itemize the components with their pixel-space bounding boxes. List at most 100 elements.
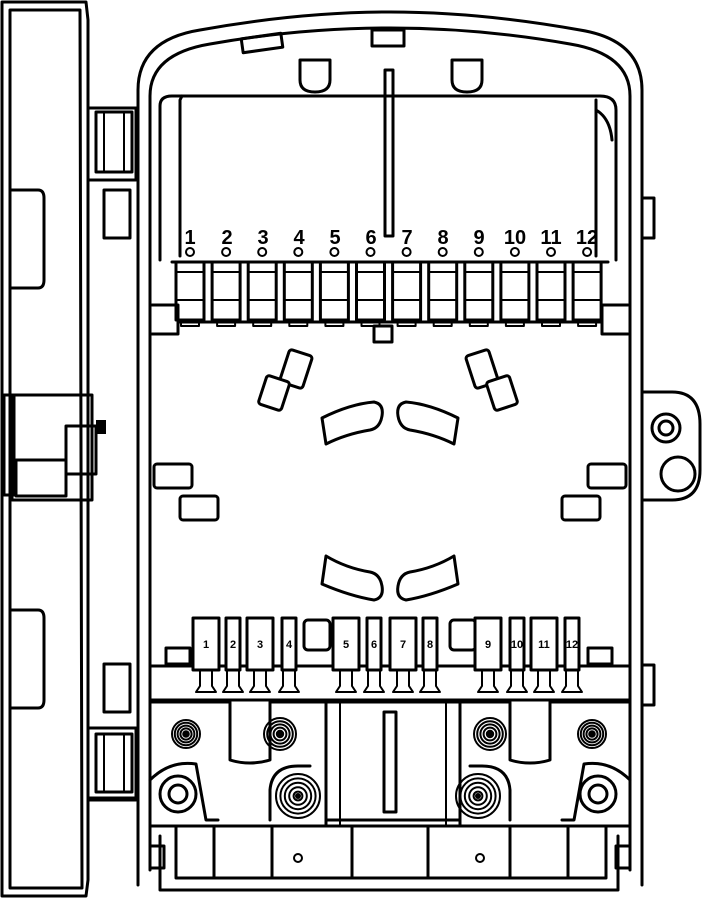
port-indicator-dot <box>437 247 448 257</box>
grommet-ring <box>577 719 607 749</box>
door-latch <box>10 393 106 502</box>
bottom-adapter-body <box>280 616 298 672</box>
bottom-adapter: 3 <box>245 616 275 693</box>
grommet-ring <box>585 727 599 741</box>
bottom-adapter-body <box>224 616 242 672</box>
bottom-port-label: 2 <box>230 639 236 651</box>
top-port-label: 8 <box>437 227 448 249</box>
grommet-circles <box>158 717 618 819</box>
adapter-body <box>318 260 350 322</box>
port-indicator-dot <box>509 247 520 257</box>
bottom-adapter-boot <box>533 669 555 693</box>
grommet-ring <box>582 724 602 744</box>
top-adapter <box>210 247 242 327</box>
bottom-adapter-boot <box>222 669 244 693</box>
bottom-adapter: 4 <box>278 616 300 693</box>
top-adapter <box>535 247 567 327</box>
top-port-label: 5 <box>329 227 340 249</box>
adapter-body <box>463 260 495 322</box>
grommet-center <box>487 731 493 737</box>
bottom-port-label: 9 <box>485 639 491 651</box>
bottom-adapter: 1 <box>191 616 221 693</box>
top-port-label: 2 <box>221 227 232 249</box>
bottom-adapter-body <box>529 616 559 672</box>
port-indicator-dot <box>329 247 340 257</box>
cable-grommet <box>263 717 297 751</box>
bottom-adapter-body <box>191 616 221 672</box>
adapter-body <box>210 260 242 322</box>
port-indicator-dot <box>401 247 412 257</box>
port-indicator-dot <box>185 247 195 257</box>
adapter-row <box>170 247 610 327</box>
top-port-label-group: 1 2 3 4 5 6 7 8 9 10 11 12 <box>184 227 598 249</box>
bottom-port-label: 3 <box>257 639 263 651</box>
bottom-adapter-boot <box>477 669 499 693</box>
bottom-adapter-body <box>563 616 581 672</box>
bottom-adapter: 11 <box>529 616 559 693</box>
top-adapter <box>463 247 495 327</box>
base-ribs <box>148 824 632 892</box>
port-indicator-dot <box>582 247 593 257</box>
fiber-guides <box>152 348 628 602</box>
adapter-body <box>499 260 531 322</box>
grommet-ring <box>263 717 297 751</box>
bottom-adapter-boot <box>363 669 385 693</box>
grommet-ring <box>292 790 304 802</box>
grommet-ring <box>459 777 497 815</box>
grommet-ring <box>275 729 285 739</box>
bottom-adapter: 12 <box>561 616 583 693</box>
bottom-adapter: 8 <box>419 616 441 693</box>
grommet-ring <box>288 786 308 806</box>
port-indicator-dot <box>473 247 484 257</box>
grommet-ring <box>468 786 488 806</box>
top-port-label: 11 <box>540 227 561 249</box>
bottom-port-label: 8 <box>427 639 433 651</box>
top-adapter <box>355 247 386 327</box>
bottom-port-label: 10 <box>511 639 523 651</box>
bottom-adapter: 5 <box>331 616 361 693</box>
grommet-center <box>295 793 301 799</box>
grommet-ring <box>476 720 504 748</box>
grommet-ring <box>473 717 507 751</box>
top-port-label: 1 <box>184 227 195 249</box>
top-adapter <box>391 247 423 327</box>
port-indicator-dot <box>257 247 268 257</box>
top-port-label: 9 <box>473 227 484 249</box>
enclosure-body <box>136 10 644 887</box>
bottom-port-label: 12 <box>566 639 578 651</box>
bottom-adapter: 10 <box>506 616 528 693</box>
grommet-ring <box>269 723 291 745</box>
top-port-label: 10 <box>504 227 526 249</box>
mounting-hole-outer <box>158 774 198 814</box>
top-adapter <box>571 247 603 327</box>
grommet-ring <box>482 726 498 742</box>
cable-grommets <box>148 700 632 828</box>
grommet-ring <box>279 777 317 815</box>
top-port-label: 12 <box>576 227 598 249</box>
bottom-adapter-boot <box>392 669 414 693</box>
bottom-adapter-boot <box>419 669 441 693</box>
grommet-ring <box>283 781 313 811</box>
grommet-center <box>183 731 189 737</box>
top-adapter <box>427 247 459 327</box>
cable-grommet <box>577 719 607 749</box>
bottom-adapter: 9 <box>473 616 503 693</box>
top-port-label: 7 <box>401 227 412 249</box>
grommet-center <box>589 731 595 737</box>
bottom-adapter-boot <box>561 669 583 693</box>
mounting-hole <box>578 774 618 814</box>
bottom-port-label: 11 <box>538 639 550 651</box>
mounting-hole-inner <box>587 783 609 805</box>
mounting-hole-inner <box>167 783 189 805</box>
grommet-center <box>475 793 481 799</box>
upper-tray <box>158 68 618 262</box>
grommet-ring <box>463 781 493 811</box>
adapter-body <box>174 260 206 322</box>
adapter-body <box>427 260 459 322</box>
mounting-hole-outer <box>578 774 618 814</box>
bottom-port-label: 6 <box>371 639 377 651</box>
bottom-adapter-body <box>365 616 383 672</box>
bottom-adapter-body <box>331 616 361 672</box>
door-panel <box>0 0 90 898</box>
cable-grommet <box>473 717 507 751</box>
